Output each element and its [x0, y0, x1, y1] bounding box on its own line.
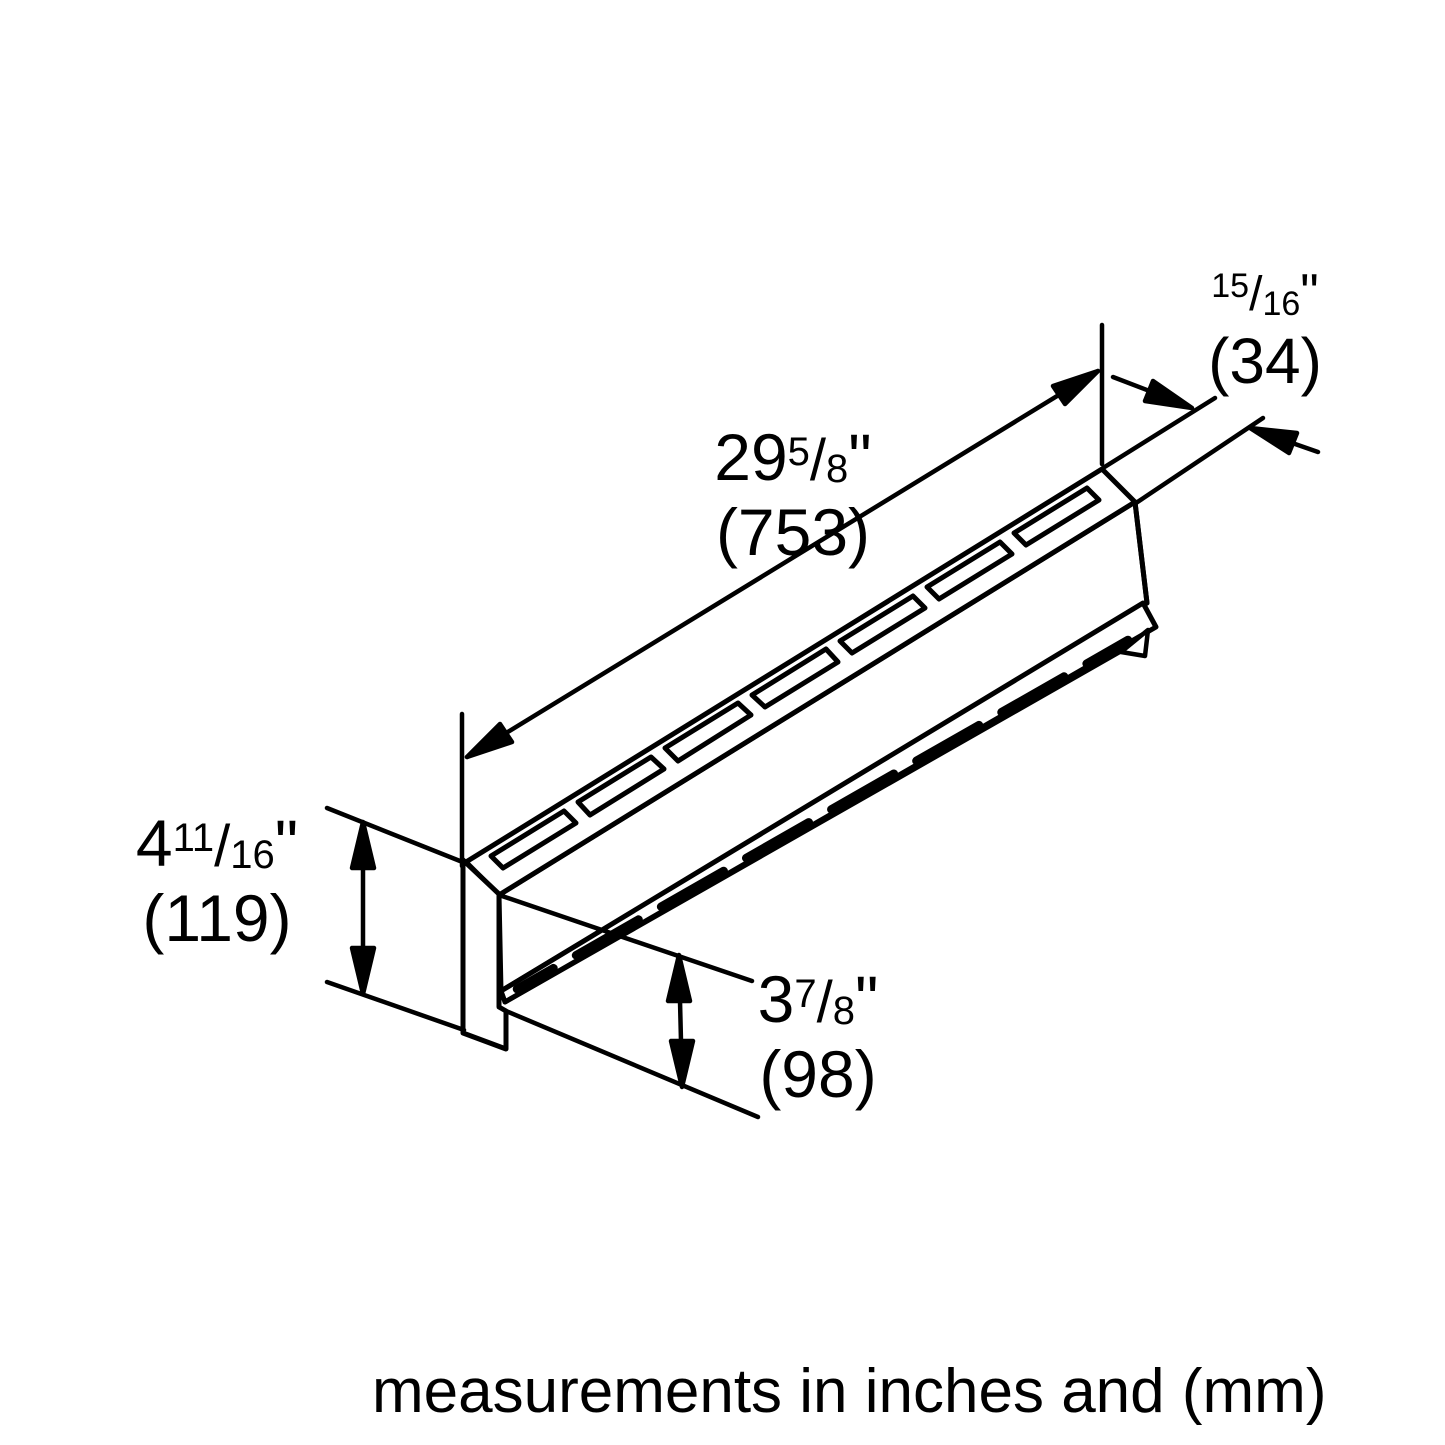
- vent-slot: [837, 593, 928, 656]
- front-face: [496, 499, 1150, 994]
- dim-end-height-numerator: 11: [172, 816, 215, 860]
- panel-right-edge: [1132, 499, 1150, 606]
- dim-length-inches: 295/8": [693, 420, 893, 495]
- arrowhead: [1050, 368, 1101, 407]
- units-caption: measurements in inches and (mm): [372, 1357, 1327, 1426]
- end-height-dimension: [324, 805, 467, 1033]
- dim-length-numerator: 5: [787, 430, 810, 474]
- length-dimension-line: [464, 368, 1101, 760]
- front-height-extension-line-bottom: [503, 1008, 761, 1120]
- dim-length-denominator: 8: [826, 447, 849, 491]
- arrowhead: [464, 721, 515, 760]
- rail-bottom-edge: [502, 648, 1124, 1005]
- dim-cap-depth-mm: (34): [1208, 325, 1322, 398]
- dim-cap-depth-label: 15/16" (34): [1165, 250, 1365, 398]
- fraction-slash: /: [1249, 268, 1263, 321]
- vent-slot: [749, 646, 841, 710]
- vent-slot: [488, 808, 579, 871]
- front-height-dimension: [496, 892, 761, 1120]
- dim-cap-depth-unit: ": [1300, 264, 1319, 322]
- height-extension-line-top: [324, 805, 463, 864]
- dim-end-height-label: 411/16" (119): [106, 806, 328, 956]
- dim-end-height-whole: 4: [135, 806, 173, 880]
- depth-extension-line-front: [1133, 415, 1266, 506]
- vent-slot: [575, 754, 667, 818]
- dim-front-height-denominator: 8: [832, 989, 855, 1033]
- vent-slot: [1011, 485, 1102, 548]
- dim-length-whole: 29: [714, 420, 788, 494]
- fraction-slash: /: [214, 814, 231, 879]
- dim-front-height-label: 37/8" (98): [718, 962, 918, 1112]
- dim-length-mm: (753): [715, 495, 871, 570]
- arrowhead: [668, 1038, 696, 1090]
- arrowhead: [665, 952, 693, 1004]
- arrowhead: [349, 819, 377, 871]
- dim-end-height-denominator: 16: [230, 833, 275, 877]
- rail-end-tab: [1118, 627, 1151, 659]
- dim-cap-depth-denominator: 16: [1262, 285, 1301, 323]
- front-height-extension-line-top: [496, 892, 755, 984]
- height-extension-line-bottom: [324, 979, 467, 1033]
- fraction-slash: /: [809, 428, 827, 493]
- dim-front-height-numerator: 7: [794, 972, 817, 1016]
- arrowhead: [349, 945, 377, 997]
- dim-end-height-inches: 411/16": [106, 806, 328, 881]
- fraction-slash: /: [816, 970, 833, 1035]
- cap-depth-dimension: [1100, 374, 1321, 506]
- dim-end-height-unit: ": [274, 806, 299, 880]
- dim-front-height-mm: (98): [759, 1037, 877, 1112]
- arrowhead: [1142, 378, 1195, 411]
- length-dimension: [459, 322, 1105, 869]
- dimension-annotations: [324, 322, 1321, 1120]
- vent-slot: [662, 700, 754, 764]
- dim-end-height-mm: (119): [142, 881, 292, 956]
- dim-cap-depth-inches: 15/16": [1165, 250, 1365, 325]
- dim-length-label: 295/8" (753): [693, 420, 893, 570]
- dim-front-height-whole: 3: [757, 962, 795, 1036]
- dim-front-height-unit: ": [854, 962, 879, 1036]
- rail-hidden-dash-line: [512, 635, 1133, 994]
- dim-cap-depth-numerator: 15: [1211, 267, 1250, 305]
- vent-slot: [924, 539, 1015, 602]
- part-drawing: [460, 466, 1159, 1052]
- arrowhead: [1247, 425, 1300, 456]
- dim-front-height-inches: 37/8": [718, 962, 918, 1037]
- dim-length-unit: ": [848, 420, 872, 494]
- depth-extension-line-back: [1100, 395, 1218, 471]
